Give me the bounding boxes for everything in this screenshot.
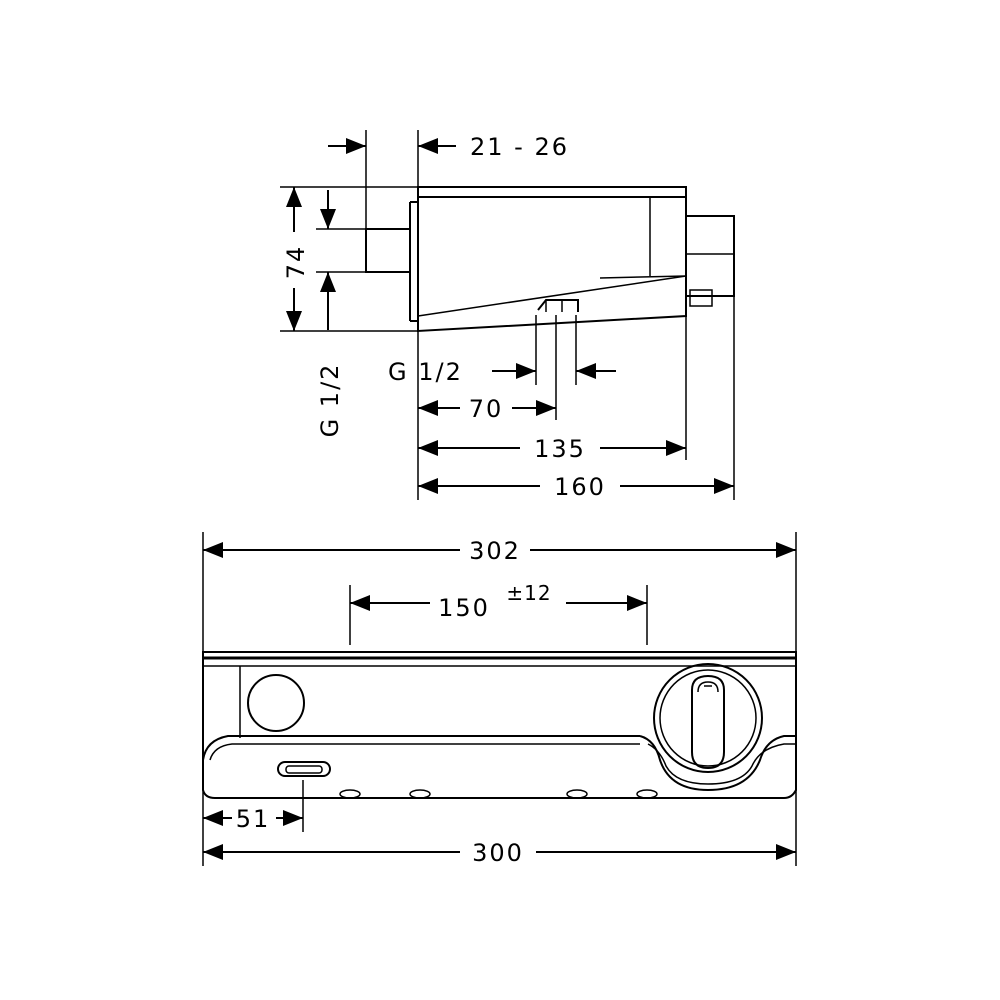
dim-302: 302: [203, 537, 796, 565]
dim-135: 135: [418, 435, 686, 463]
dim-offset: 21 - 26: [328, 133, 569, 161]
front-thermostat-knob: [653, 663, 763, 773]
dim-outlet-label: G 1/2: [388, 358, 463, 386]
dim-300-label: 300: [472, 839, 524, 867]
dim-70-label: 70: [469, 395, 504, 423]
side-inlet-stub: [365, 228, 411, 273]
dim-outlet: G 1/2: [388, 358, 616, 386]
dim-height-label: 74: [282, 245, 310, 280]
dim-150: 150 ±12: [350, 581, 647, 622]
dim-inlet-label: G 1/2: [316, 363, 344, 438]
dim-51: 51: [203, 805, 303, 833]
front-feet: [339, 789, 658, 799]
side-rear-cap: [686, 215, 735, 307]
side-body: [409, 186, 687, 333]
dim-70: 70: [418, 395, 556, 423]
dim-300: 300: [203, 839, 796, 867]
front-push-button: [247, 674, 305, 732]
dim-150-label: 150: [438, 594, 490, 622]
side-view: 21 - 26 74 G 1/2 G 1/2 70: [280, 130, 735, 501]
dim-160-label: 160: [554, 473, 606, 501]
dim-160: 160: [418, 473, 734, 501]
dim-150-tolerance: ±12: [506, 581, 551, 605]
dim-51-label: 51: [236, 805, 271, 833]
front-outlet-connector: [277, 761, 331, 777]
dim-135-label: 135: [534, 435, 586, 463]
dim-offset-label: 21 - 26: [470, 133, 569, 161]
front-view: 302 150 ±12: [202, 532, 797, 867]
dim-302-label: 302: [469, 537, 521, 565]
dim-inlet: G 1/2: [316, 190, 344, 437]
dim-height: 74: [282, 187, 310, 331]
